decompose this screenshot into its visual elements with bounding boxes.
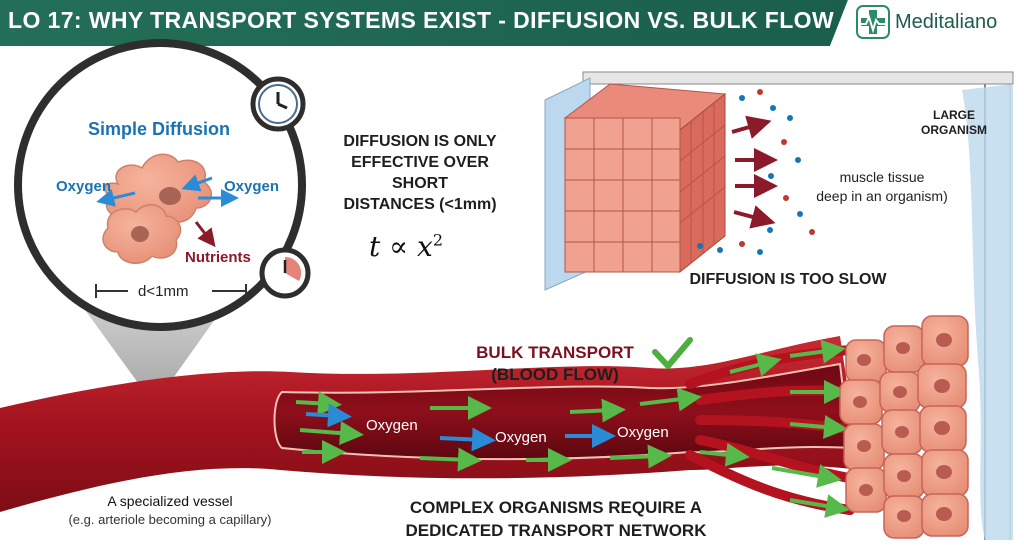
vessel-caption: A specialized vessel (e.g. arteriole bec… <box>68 493 272 527</box>
blood-vessel <box>0 336 865 515</box>
page-title: LO 17: WHY TRANSPORT SYSTEMS EXIST - DIF… <box>8 7 835 33</box>
diffusion-formula: t ∝ x2 <box>369 230 444 263</box>
bulk-transport-label: BULK TRANSPORT (BLOOD FLOW) <box>476 343 634 384</box>
flow-arrows <box>295 339 850 518</box>
diffusion-title: Simple Diffusion <box>88 119 231 139</box>
distance-bar <box>95 284 247 298</box>
large-organism-label: LARGE ORGANISM <box>921 108 987 137</box>
nutrients-arrow <box>194 221 216 248</box>
nutrients-label: Nutrients <box>185 249 251 266</box>
distance-label: d<1mm <box>138 283 189 300</box>
target-tissue-cells <box>839 315 969 539</box>
oxygen-left-label: Oxygen <box>56 178 112 195</box>
muscle-tissue-note: muscle tissue deep in an organism) <box>816 169 948 204</box>
tissue-block <box>544 71 1014 540</box>
oxygen-flow-label-1: Oxygen <box>366 417 418 434</box>
diffusion-limit-note: DIFFUSION IS ONLY EFFECTIVE OVER SHORT D… <box>343 133 497 213</box>
too-slow-caption: DIFFUSION IS TOO SLOW <box>689 271 887 288</box>
clock-icon <box>250 76 306 132</box>
molecule-dots <box>697 89 815 255</box>
timer-icon <box>259 247 311 299</box>
diffusion-arrows <box>731 115 778 229</box>
oxygen-flow-label-2: Oxygen <box>495 429 547 446</box>
magnifier <box>14 39 311 422</box>
oxygen-right-label: Oxygen <box>224 178 280 195</box>
brand-logo-icon <box>856 5 890 39</box>
check-icon <box>652 337 693 369</box>
oxygen-left-arrow <box>96 189 136 207</box>
oxygen-flow-label-3: Oxygen <box>617 424 669 441</box>
brand-name: Meditaliano <box>895 11 998 33</box>
conclusion-text: COMPLEX ORGANISMS REQUIRE A DEDICATED TR… <box>405 498 707 540</box>
